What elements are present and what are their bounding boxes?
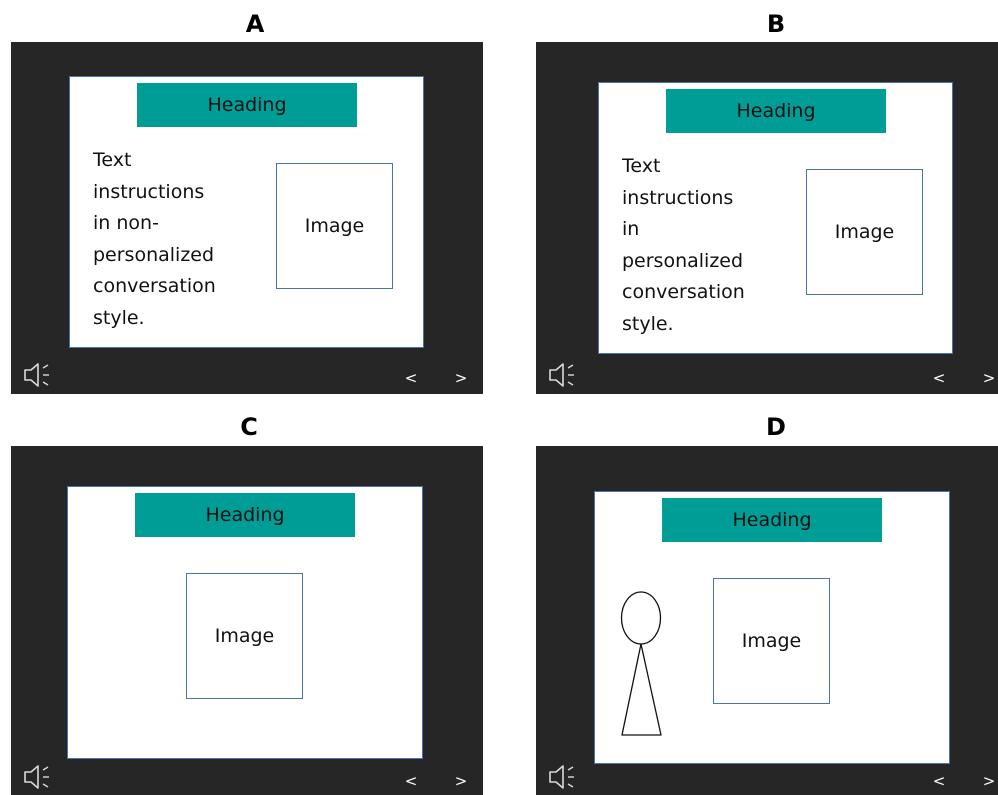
panel-label: C <box>240 413 258 441</box>
text-instructions: Text instructions in personalized conver… <box>622 155 745 335</box>
presentation-screen: Heading Text instructions in personalize… <box>536 42 998 394</box>
speaker-icon[interactable] <box>22 764 54 790</box>
speaker-icon[interactable] <box>547 764 579 790</box>
image-label: Image <box>834 221 895 243</box>
image-placeholder: Image <box>276 163 393 289</box>
slide-heading: Heading <box>135 493 355 537</box>
slide: Heading Image <box>67 486 423 759</box>
next-button[interactable]: > <box>454 369 468 387</box>
slide-heading: Heading <box>137 83 357 127</box>
image-placeholder: Image <box>186 573 303 699</box>
previous-button[interactable]: < <box>932 772 946 790</box>
previous-button[interactable]: < <box>404 369 418 387</box>
image-placeholder: Image <box>806 169 923 295</box>
image-label: Image <box>741 630 802 652</box>
slide: Heading Image <box>594 491 950 764</box>
slide: Heading Text instructions in personalize… <box>598 82 953 354</box>
presentation-screen: Heading Text instructions in non- person… <box>11 42 483 394</box>
image-placeholder: Image <box>713 578 830 704</box>
panel-label: D <box>766 413 786 441</box>
speaker-icon[interactable] <box>547 362 579 388</box>
text-instructions: Text instructions in non- personalized c… <box>93 149 216 329</box>
slide: Heading Text instructions in non- person… <box>69 76 424 348</box>
panel-label: B <box>766 10 786 38</box>
next-button[interactable]: > <box>982 772 996 790</box>
speaker-icon[interactable] <box>22 362 54 388</box>
presentation-screen: Heading Image < > <box>536 446 998 795</box>
previous-button[interactable]: < <box>932 369 946 387</box>
pedagogical-agent-figure <box>620 591 662 736</box>
next-button[interactable]: > <box>982 369 996 387</box>
image-label: Image <box>304 215 365 237</box>
next-button[interactable]: > <box>454 772 468 790</box>
panel-label: A <box>245 10 265 38</box>
slide-heading: Heading <box>662 498 882 542</box>
slide-heading: Heading <box>666 89 886 133</box>
image-label: Image <box>214 625 275 647</box>
previous-button[interactable]: < <box>404 772 418 790</box>
presentation-screen: Heading Image < > <box>11 446 483 795</box>
